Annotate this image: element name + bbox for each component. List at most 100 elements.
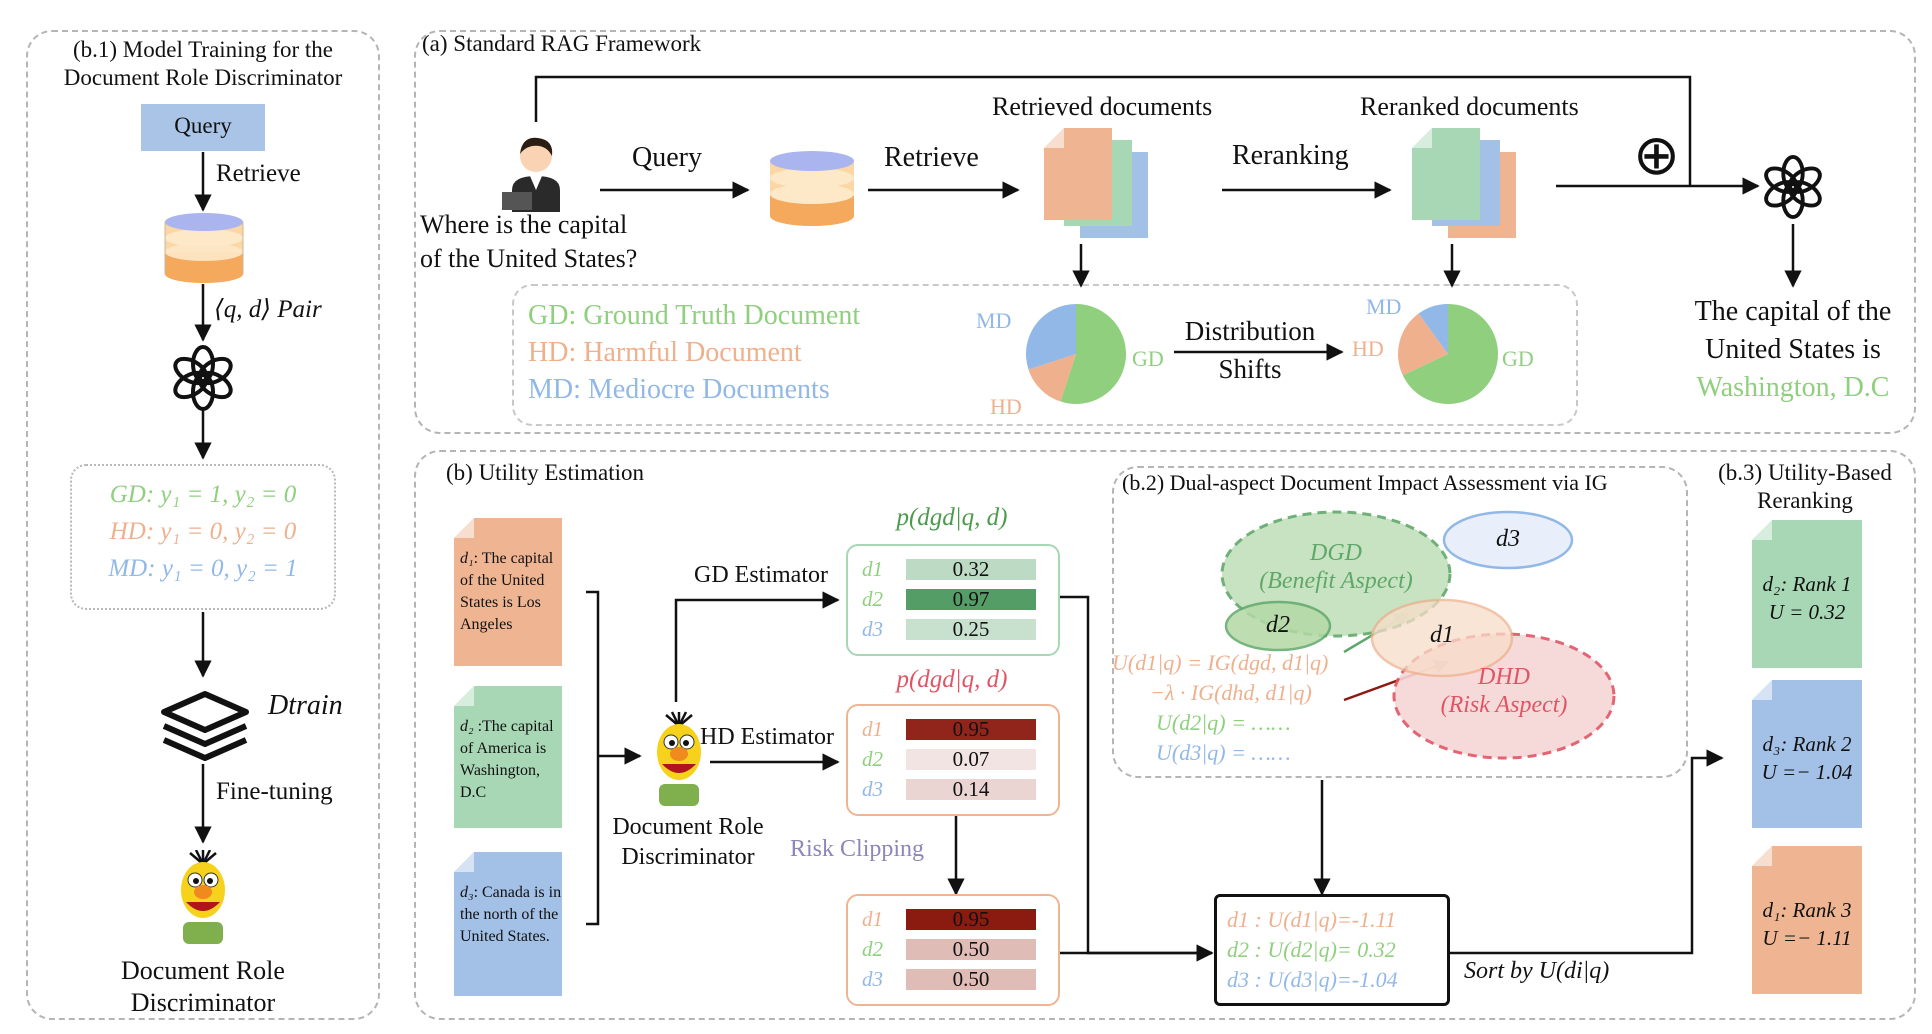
panel-model-training xyxy=(26,30,380,1020)
d3-ellipse xyxy=(1442,510,1574,570)
b2-venn xyxy=(1220,510,1616,760)
b2-benefit: (Benefit Aspect) xyxy=(1259,568,1413,594)
pie-left-md-label: MD xyxy=(976,308,1012,333)
a-answer-line2: United States is xyxy=(1705,334,1881,365)
pie-slice-md xyxy=(1418,304,1448,354)
sort-d1: d1 : U(d1|q)=-1.11 xyxy=(1227,907,1396,932)
sort-d3: d3 : U(d3|q)=-1.04 xyxy=(1227,967,1398,992)
a-shift-line1: Distribution xyxy=(1184,316,1316,346)
b-arrow-sort-rerank xyxy=(1448,749,1724,955)
gd-row-d3-label: d3 xyxy=(862,616,883,641)
gd-row-d2-label: d2 xyxy=(862,586,883,611)
rank3-line1: d₁: Rank 3 xyxy=(1762,898,1852,922)
a-retrieve-label: Retrieve xyxy=(884,142,979,173)
a-legend-md: MD: Mediocre Documents xyxy=(528,374,830,405)
b-arrow-gd-est xyxy=(674,591,840,702)
b1-finetune-label: Fine-tuning xyxy=(216,778,333,805)
b2-dhd: DHD xyxy=(1478,664,1530,690)
pie-reranked xyxy=(1398,304,1498,404)
gd-row-d1-label: d1 xyxy=(862,556,883,581)
a-retrieved-doc-orange xyxy=(1044,128,1112,220)
b-doc-d1-label: d₁ xyxy=(460,550,474,567)
b1-model-line2: Discriminator xyxy=(130,988,276,1017)
rank3-line2: U =− 1.11 xyxy=(1762,926,1852,950)
pie-slice-md xyxy=(1026,304,1076,370)
b-discriminator-avatar-icon xyxy=(657,711,701,806)
b1-retrieve-label: Retrieve xyxy=(216,160,301,187)
b1-labels-box xyxy=(70,464,336,610)
b-doc-d3-text: : Canada is in the north of the United S… xyxy=(460,884,562,945)
clip-score-d1: 0.95 xyxy=(906,908,1036,930)
pie-left-gd-label: GD xyxy=(1132,346,1164,371)
pie-right-gd-label: GD xyxy=(1502,346,1534,371)
hd-row-d3-label: d3 xyxy=(862,776,883,801)
b2-eq3: U(d2|q) = …… xyxy=(1156,710,1291,735)
a-plus-symbol: ⊕ xyxy=(1633,123,1680,188)
user-icon xyxy=(502,137,560,212)
b-drd-line1: Document Role xyxy=(612,814,764,840)
rank2-line2: U =− 1.04 xyxy=(1761,760,1853,784)
a-reranked-label: Reranked documents xyxy=(1360,92,1579,121)
pie-slice-gd xyxy=(1402,304,1498,404)
llm-icon xyxy=(173,345,233,411)
b-p-hd-label: p(dgd|q, d) xyxy=(896,666,1008,693)
b-doc-d2: d₂ :The capital of America is Washington… xyxy=(454,686,562,828)
b-gd-estimator: GD Estimator xyxy=(694,562,828,588)
a-llm-icon xyxy=(1764,154,1822,220)
a-retrieved-label: Retrieved documents xyxy=(992,92,1213,121)
clip-score-d2: 0.50 xyxy=(906,938,1036,960)
d2-ellipse xyxy=(1224,600,1332,652)
a-legend-gd: GD: Ground Truth Document xyxy=(528,300,861,331)
b1-title-line1: (b.1) Model Training for the xyxy=(72,37,333,62)
rank3-doc: d₁: Rank 3 U =− 1.11 xyxy=(1752,846,1862,994)
b-doc-d2-text: :The capital of America is Washington, D… xyxy=(460,718,554,801)
a-legend-hd: HD: Harmful Document xyxy=(528,337,802,368)
rank1-line2: U = 0.32 xyxy=(1768,600,1846,624)
b2-title: (b.2) Dual-aspect Document Impact Assess… xyxy=(1122,470,1608,495)
b-p-gd-label: p(dgd|q, d) xyxy=(896,504,1008,531)
b-drd-line2: Discriminator xyxy=(621,844,755,870)
b1-gd-label: GD: y₁ = 1, y₂ = 0 xyxy=(109,481,297,508)
b1-pair-label: ⟨q, d⟩ Pair xyxy=(214,296,322,323)
b2-dgd: DGD xyxy=(1310,540,1362,566)
b-doc-d2-label: d₂ xyxy=(460,718,474,735)
a-answer-line1: The capital of the xyxy=(1694,296,1892,327)
pie-slice-gd xyxy=(1060,304,1126,404)
layers-icon xyxy=(161,691,249,761)
a-reranked-doc-green xyxy=(1412,128,1480,220)
rank1-doc: d₂: Rank 1 U = 0.32 xyxy=(1752,520,1862,668)
a-database-icon xyxy=(770,151,854,226)
b2-d1: d1 xyxy=(1430,622,1454,648)
d1-ellipse xyxy=(1370,598,1514,678)
b1-query-box xyxy=(141,104,265,151)
b2-d3: d3 xyxy=(1496,526,1520,552)
rank2-doc: d₃: Rank 2 U =− 1.04 xyxy=(1752,680,1862,828)
b3-title-line2: Reranking xyxy=(1757,488,1853,513)
b1-title-line2: Document Role Discriminator xyxy=(63,65,343,90)
gd-score-d1: 0.32 xyxy=(906,558,1036,580)
clip-row-d3-label: d3 xyxy=(862,966,883,991)
hd-row-d1-label: d1 xyxy=(862,716,883,741)
b1-query-label: Query xyxy=(174,113,232,138)
b-hd-estimator: HD Estimator xyxy=(700,724,834,750)
panel-utility-estimation xyxy=(414,450,1916,1020)
hd-score-d1: 0.95 xyxy=(906,718,1036,740)
clip-score-d3: 0.50 xyxy=(906,968,1036,990)
b-sort-by: Sort by U(di|q) xyxy=(1464,958,1610,984)
a-query-label: Query xyxy=(632,142,702,173)
a-distribution-box xyxy=(512,284,1578,426)
rank1-line1: d₂: Rank 1 xyxy=(1762,572,1852,596)
clip-row-d2-label: d2 xyxy=(862,936,883,961)
b-doc-d1: d₁: The capital of the United States is … xyxy=(454,518,562,666)
a-reranking-label: Reranking xyxy=(1232,140,1349,171)
b-title: (b) Utility Estimation xyxy=(446,460,645,485)
b-risk-clipping: Risk Clipping xyxy=(790,836,925,862)
hd-score-d3: 0.14 xyxy=(906,778,1036,800)
discriminator-avatar-icon xyxy=(181,850,225,944)
panel-impact-assessment xyxy=(1112,466,1688,778)
database-icon xyxy=(164,213,244,283)
b-doc-d1-text: : The capital of the United States is Lo… xyxy=(460,550,554,633)
